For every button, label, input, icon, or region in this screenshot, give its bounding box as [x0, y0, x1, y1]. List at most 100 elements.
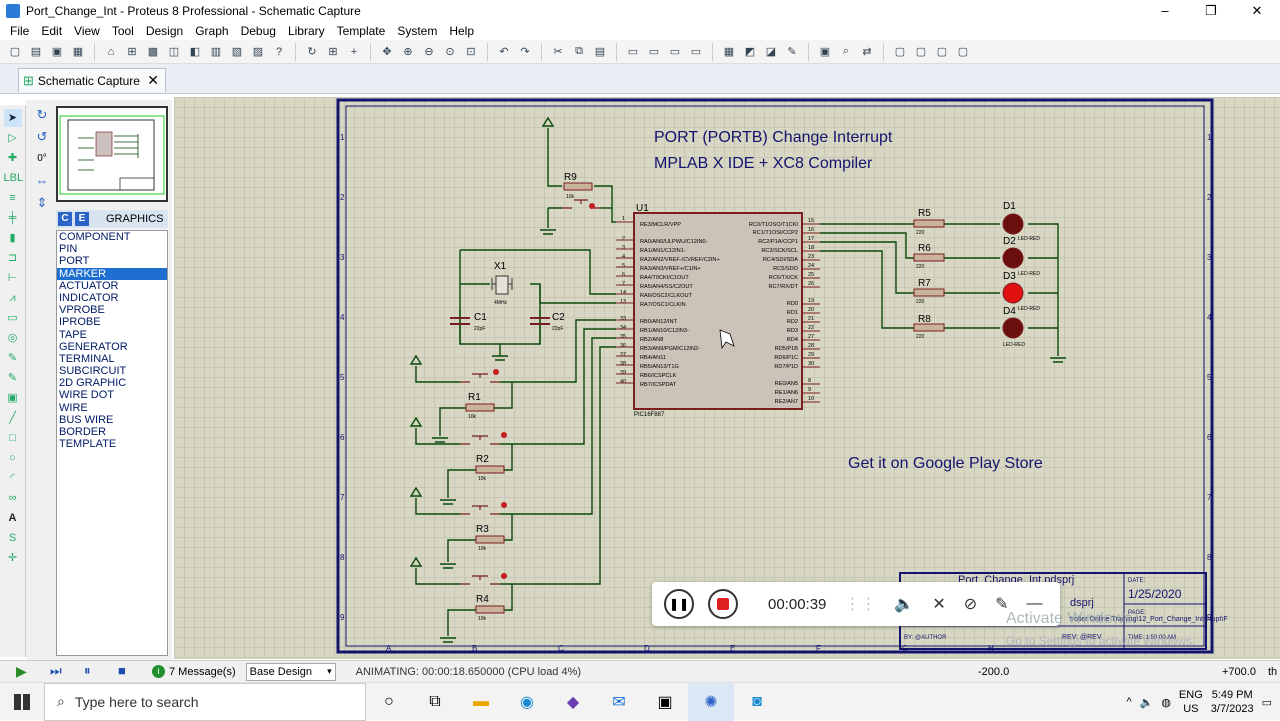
- subcircuit-icon[interactable]: ▮: [9, 232, 16, 244]
- led-d3[interactable]: [1002, 282, 1024, 304]
- visual-studio-icon[interactable]: ◆: [566, 693, 580, 711]
- open-folder-icon[interactable]: ▤: [30, 46, 42, 58]
- list-item[interactable]: WIRE DOT: [59, 389, 114, 402]
- menu-template[interactable]: Template: [336, 24, 386, 38]
- led-d1[interactable]: [1002, 213, 1024, 235]
- resistor-r7[interactable]: [913, 288, 945, 297]
- cortana-icon[interactable]: ○: [384, 692, 394, 710]
- list-item[interactable]: TAPE: [59, 328, 87, 341]
- notes-icon[interactable]: ▨: [252, 46, 264, 58]
- taskbar-search[interactable]: ⌕ Type here to search: [44, 682, 366, 721]
- list-item[interactable]: SUBCIRCUIT: [59, 365, 127, 378]
- mode-e-button[interactable]: E: [75, 212, 89, 226]
- pause-recording-button[interactable]: ❚❚: [664, 589, 694, 619]
- cut-icon[interactable]: ✂: [553, 46, 563, 58]
- menu-library[interactable]: Library: [287, 24, 325, 38]
- message-count[interactable]: i 7 Message(s): [152, 665, 236, 678]
- edge-icon[interactable]: ◉: [520, 693, 534, 711]
- rotate-anticlockwise-icon[interactable]: ↺: [36, 129, 48, 144]
- pushbutton-2[interactable]: [460, 435, 500, 445]
- store-icon[interactable]: ▣: [657, 693, 673, 711]
- list-item[interactable]: WIRE: [59, 401, 88, 414]
- resistor-r5[interactable]: [913, 219, 945, 228]
- drag-handle-icon[interactable]: ⋮⋮: [844, 596, 877, 613]
- home-icon[interactable]: ⌂: [107, 45, 115, 58]
- 3d-icon[interactable]: ◫: [168, 46, 180, 58]
- menu-debug[interactable]: Debug: [240, 24, 276, 38]
- mail-icon[interactable]: ✉: [612, 693, 626, 711]
- path-icon[interactable]: ∞: [8, 492, 17, 504]
- marker-icon[interactable]: ✛: [7, 552, 18, 564]
- terminal-icon[interactable]: ⊐: [7, 252, 18, 264]
- circle-icon[interactable]: ○: [9, 452, 16, 464]
- source-code-icon[interactable]: ▧: [231, 46, 243, 58]
- virtual-instrument-icon[interactable]: ▣: [7, 392, 18, 404]
- schematic-icon[interactable]: ⊞: [127, 46, 137, 58]
- grid-icon[interactable]: ⊞: [328, 46, 338, 58]
- block-copy-icon[interactable]: ▭: [627, 46, 639, 58]
- list-item[interactable]: BORDER: [59, 426, 107, 438]
- redo-icon[interactable]: ↷: [520, 46, 530, 58]
- led-d4[interactable]: [1002, 317, 1024, 339]
- packaging-icon[interactable]: ◪: [765, 46, 777, 58]
- list-item[interactable]: GENERATOR: [59, 340, 128, 353]
- pcb-icon[interactable]: ▩: [147, 46, 159, 58]
- bus-icon[interactable]: ╪: [8, 212, 17, 224]
- zoom-out-icon[interactable]: ⊖: [424, 46, 434, 58]
- list-item[interactable]: PORT: [59, 255, 90, 268]
- current-probe-icon[interactable]: ✎: [7, 372, 18, 384]
- proteus-taskbar-icon[interactable]: ✺: [688, 682, 734, 721]
- pause-simulation-icon[interactable]: ⏸: [84, 662, 91, 678]
- tape-icon[interactable]: ▭: [7, 312, 18, 324]
- minimize-recorder-icon[interactable]: —: [1026, 595, 1043, 612]
- list-item[interactable]: TERMINAL: [59, 352, 115, 365]
- menu-edit[interactable]: Edit: [41, 24, 63, 38]
- decompose-icon[interactable]: ✎: [787, 46, 797, 58]
- mic-off-icon[interactable]: ✕: [932, 596, 946, 613]
- zoom-in-icon[interactable]: ⊕: [403, 46, 413, 58]
- line-icon[interactable]: ╱: [9, 412, 16, 424]
- mcu-body[interactable]: [633, 212, 803, 410]
- volume-icon[interactable]: 🔈: [894, 596, 915, 613]
- list-item[interactable]: BUS WIRE: [59, 413, 114, 426]
- schematic-canvas[interactable]: 1 2 3 4 5 6 7 8 9 1 2 3 4 5 6 7 8 9 A B …: [174, 97, 1280, 659]
- capacitor-c1[interactable]: [450, 317, 470, 325]
- gerber-icon[interactable]: ◧: [189, 46, 201, 58]
- menu-file[interactable]: File: [10, 24, 30, 38]
- undo-icon[interactable]: ↶: [499, 46, 509, 58]
- tab-schematic-capture[interactable]: ⊞ Schematic Capture ✕: [18, 68, 166, 92]
- rotation-angle[interactable]: 0°: [37, 153, 47, 164]
- menu-tool[interactable]: Tool: [111, 24, 134, 38]
- selection-mode-icon[interactable]: ➤: [3, 109, 22, 127]
- symbol-icon[interactable]: S: [8, 532, 17, 544]
- text-script-icon[interactable]: ≡: [9, 192, 16, 204]
- import-icon[interactable]: ▦: [72, 46, 84, 58]
- block-rotate-icon[interactable]: ▭: [669, 46, 681, 58]
- step-simulation-icon[interactable]: ⏭: [50, 662, 62, 678]
- new-sheet-icon[interactable]: ▢: [894, 46, 906, 58]
- menu-view[interactable]: View: [74, 24, 100, 38]
- copy-icon[interactable]: ⧉: [575, 45, 583, 57]
- list-item-selected[interactable]: MARKER: [57, 267, 167, 280]
- rotate-clockwise-icon[interactable]: ↻: [36, 107, 48, 122]
- netlist-icon[interactable]: ▢: [957, 46, 969, 58]
- clock[interactable]: 5:49 PM 3/7/2023: [1211, 688, 1254, 716]
- capacitor-c2[interactable]: [530, 317, 550, 325]
- minimize-button[interactable]: –: [1161, 3, 1169, 18]
- resistor-r6[interactable]: [913, 253, 945, 262]
- search-tag-icon[interactable]: ⌕: [842, 45, 850, 57]
- notifications-icon[interactable]: ▭: [1261, 696, 1272, 709]
- task-view-icon[interactable]: ⧉: [429, 692, 441, 710]
- stop-recording-button[interactable]: [708, 589, 738, 619]
- menu-system[interactable]: System: [397, 24, 438, 38]
- exit-to-parent-icon[interactable]: ▢: [936, 46, 948, 58]
- list-item[interactable]: TEMPLATE: [59, 438, 117, 451]
- resistor-r9[interactable]: [563, 182, 593, 191]
- list-item[interactable]: COMPONENT: [59, 231, 131, 243]
- property-assignment-icon[interactable]: ⇄: [862, 46, 872, 58]
- maximize-button[interactable]: ❐: [1205, 3, 1217, 18]
- pan-icon[interactable]: ✥: [382, 46, 392, 58]
- zoom-area-icon[interactable]: ⊡: [466, 46, 476, 58]
- text-icon[interactable]: A: [8, 512, 17, 524]
- list-item[interactable]: VPROBE: [59, 304, 105, 317]
